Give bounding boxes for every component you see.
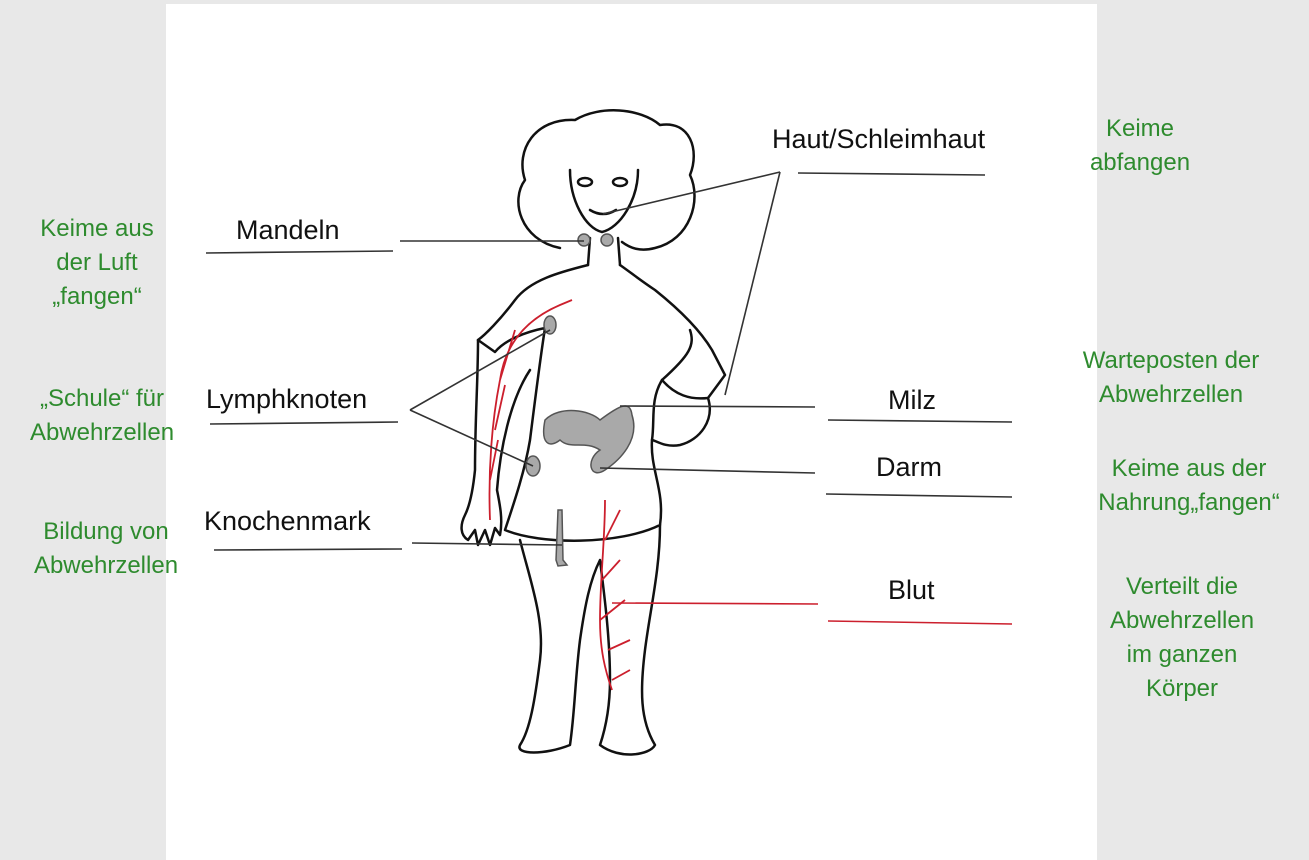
note-mandeln: Keime aus der Luft „fangen“	[12, 212, 182, 314]
note-knochenmark: Bildung von Abwehrzellen	[8, 515, 204, 583]
label-haut-schleimhaut: Haut/Schleimhaut	[772, 124, 985, 155]
blut-underline	[828, 621, 1012, 624]
eye-right	[613, 178, 627, 186]
right-arm-outline	[652, 330, 710, 446]
hair-outline	[518, 110, 694, 249]
label-blut: Blut	[888, 575, 935, 606]
label-mandeln: Mandeln	[236, 215, 340, 246]
label-lymphknoten: Lymphknoten	[206, 384, 367, 415]
milz-leader	[620, 406, 815, 407]
milz-underline	[828, 420, 1012, 422]
knochenmark-leader	[412, 543, 562, 545]
label-darm: Darm	[876, 452, 942, 483]
note-haut: Keime abfangen	[1070, 112, 1210, 180]
mandeln-underline	[206, 251, 393, 253]
note-blut: Verteilt die Abwehrzellen im ganzen Körp…	[1082, 570, 1282, 706]
bone-femur	[556, 510, 567, 566]
darm-leader	[600, 468, 815, 473]
label-knochenmark: Knochenmark	[204, 506, 371, 537]
lymph-node-armpit	[544, 316, 556, 334]
legs-outline	[519, 525, 660, 754]
knochenmark-underline	[214, 549, 402, 550]
tonsil-right	[601, 234, 613, 246]
label-milz: Milz	[888, 385, 936, 416]
lymph-underline	[210, 422, 398, 424]
vessel-arm	[489, 300, 572, 520]
tonsil-left	[578, 234, 590, 246]
blut-leader	[612, 603, 818, 604]
eye-left	[578, 178, 592, 186]
darm-underline	[826, 494, 1012, 497]
note-milz: Warteposten der Abwehrzellen	[1054, 344, 1288, 412]
spleen-intestine	[544, 406, 634, 473]
note-lymphknoten: „Schule“ für Abwehrzellen	[4, 382, 200, 450]
lymph-leader-groin	[410, 410, 533, 466]
note-darm: Keime aus der Nahrung„fangen“	[1072, 452, 1306, 520]
haut-leader-skin	[725, 172, 780, 395]
left-arm-outline	[462, 340, 530, 545]
haut-leader-underline	[798, 173, 985, 175]
